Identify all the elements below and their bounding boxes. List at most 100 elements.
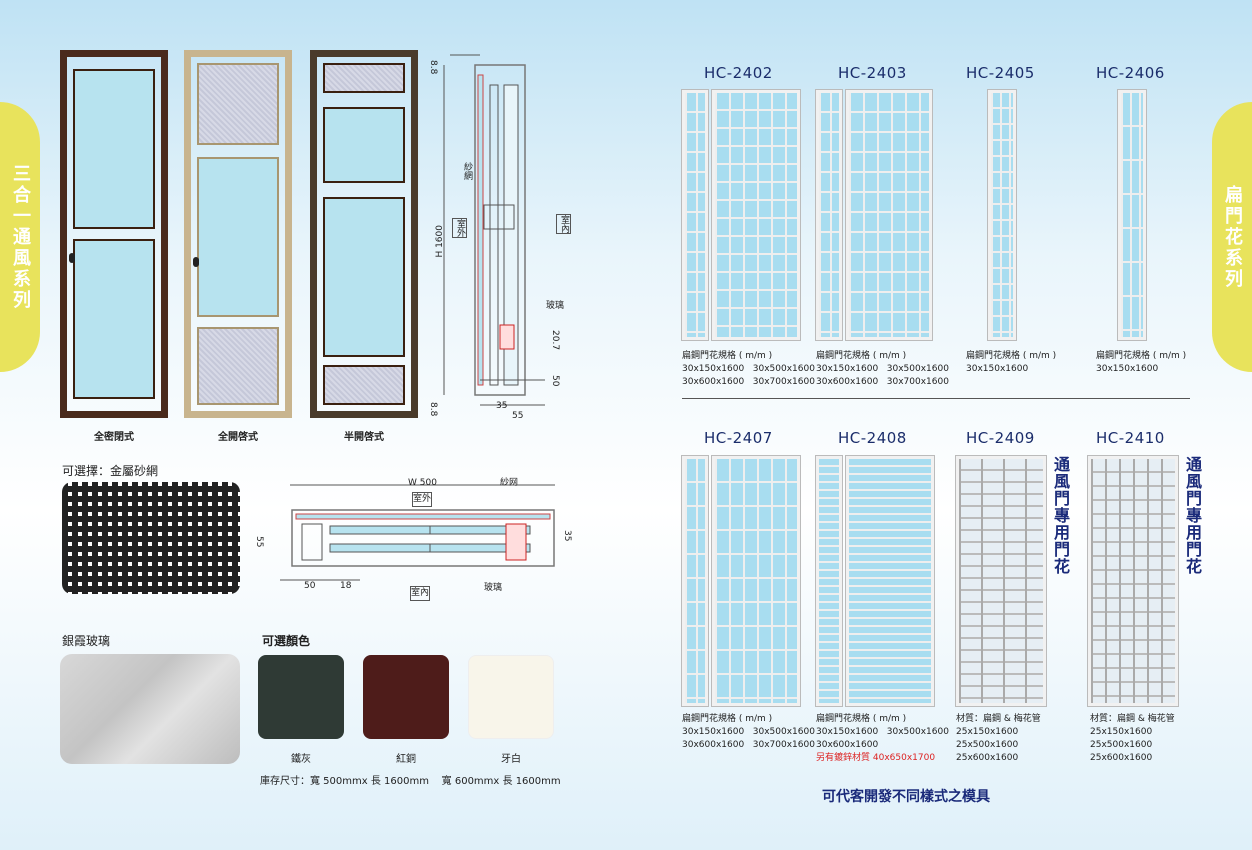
grille-hc2405 — [988, 90, 1016, 340]
door-open — [184, 50, 292, 418]
v-outdoor-label: 室外 — [452, 218, 467, 238]
silver-glass-sample — [60, 654, 240, 764]
spec-line: 25x500x1600 — [956, 740, 1019, 750]
h-dim-50: 50 — [304, 581, 316, 591]
spec-line: 30x150x1600 30x500x1600 — [816, 364, 949, 374]
grille-hc2409 — [956, 456, 1046, 706]
spec-hc2403: 扁鋼門花規格 ( m/m ) 30x150x1600 30x500x1600 3… — [816, 350, 949, 389]
h-dim-35: 35 — [562, 530, 572, 542]
grille-hc2410 — [1088, 456, 1178, 706]
spec-line: 30x150x1600 — [1096, 364, 1159, 374]
spec-title: 扁鋼門花規格 ( m/m ) — [816, 351, 907, 361]
model-code-hc2406: HC-2406 — [1096, 64, 1165, 82]
spec-line: 30x600x1600 30x700x1600 — [816, 377, 949, 387]
glass-option-label: 銀霞玻璃 — [62, 634, 111, 648]
spec-hc2405: 扁鋼門花規格 ( m/m ) 30x150x1600 — [966, 350, 1056, 376]
color-swatch-iron-gray — [258, 655, 344, 739]
model-code-hc2405: HC-2405 — [966, 64, 1035, 82]
spec-hc2407: 扁鋼門花規格 ( m/m ) 30x150x1600 30x500x1600 3… — [682, 713, 815, 752]
model-code-hc2409: HC-2409 — [966, 429, 1035, 447]
spec-line: 30x150x1600 30x500x1600 — [682, 727, 815, 737]
side-tab-left: 三合一通風系列 — [0, 102, 40, 372]
dim-bottom: 8.8 — [428, 402, 438, 417]
dim-35: 35 — [496, 401, 508, 411]
grille-hc2402-wide — [712, 90, 800, 340]
spec-title: 扁鋼門花規格 ( m/m ) — [682, 714, 773, 724]
h-dim-18: 18 — [340, 581, 352, 591]
dim-top: 8.8 — [428, 60, 438, 75]
stock-size-note: 庫存尺寸：寬 500mmx 長 1600mm 寬 600mmx 長 1600mm — [260, 776, 561, 787]
spec-hc2406: 扁鋼門花規格 ( m/m ) 30x150x1600 — [1096, 350, 1186, 376]
dim-height: H 1600 — [435, 225, 445, 258]
spec-hc2410: 材質：扁鋼 & 梅花管 25x150x1600 25x500x1600 25x6… — [1090, 713, 1175, 765]
h-width-label: W 500 — [408, 478, 437, 488]
spec-line: 30x600x1600 — [816, 740, 879, 750]
spec-title: 扁鋼門花規格 ( m/m ) — [1096, 351, 1187, 361]
metal-mesh-sample — [62, 482, 240, 594]
spec-line: 25x600x1600 — [956, 753, 1019, 763]
dim-20-7: 20.7 — [550, 330, 560, 351]
side-tab-right-label: 扁門花系列 — [1222, 184, 1243, 290]
spec-line: 30x600x1600 30x700x1600 — [682, 740, 815, 750]
door-half-open — [310, 50, 418, 418]
grille-hc2406 — [1118, 90, 1146, 340]
spec-title: 扁鋼門花規格 ( m/m ) — [682, 351, 773, 361]
grille-hc2407-narrow — [682, 456, 708, 706]
side-tab-right: 扁門花系列 — [1212, 102, 1252, 372]
spec-hc2408: 扁鋼門花規格 ( m/m ) 30x150x1600 30x500x1600 3… — [816, 713, 949, 765]
v-glass-label: 玻璃 — [546, 301, 565, 311]
door-caption-open: 全開啓式 — [218, 432, 258, 443]
spec-line: 30x150x1600 — [966, 364, 1029, 374]
color-name-ivory: 牙白 — [501, 754, 521, 765]
spec-hc2402: 扁鋼門花規格 ( m/m ) 30x150x1600 30x500x1600 3… — [682, 350, 815, 389]
grille-hc2403-narrow — [816, 90, 842, 340]
dim-50: 50 — [550, 375, 560, 387]
h-mesh-label: 紗网 — [500, 478, 519, 488]
vent-door-label-1: 通風門專用門花 — [1051, 456, 1070, 575]
side-tab-left-label: 三合一通風系列 — [10, 163, 31, 311]
spec-line: 25x500x1600 — [1090, 740, 1153, 750]
mesh-option-label: 可選擇：金屬砂網 — [62, 464, 159, 478]
spec-line: 25x600x1600 — [1090, 753, 1153, 763]
door-sealed — [60, 50, 168, 418]
dim-55: 55 — [512, 411, 524, 421]
spec-line: 25x150x1600 — [956, 727, 1019, 737]
grille-hc2402-narrow — [682, 90, 708, 340]
door-caption-sealed: 全密閉式 — [94, 432, 134, 443]
horizontal-section-drawing — [280, 484, 555, 581]
h-glass-label: 玻璃 — [484, 583, 503, 593]
spec-title: 扁鋼門花規格 ( m/m ) — [966, 351, 1057, 361]
color-name-iron-gray: 鐵灰 — [291, 754, 311, 765]
colors-label: 可選顏色 — [262, 634, 311, 648]
footer-note: 可代客開發不同樣式之模具 — [822, 789, 990, 805]
color-swatch-red-copper — [363, 655, 449, 739]
model-code-hc2407: HC-2407 — [704, 429, 773, 447]
spec-title: 材質：扁鋼 & 梅花管 — [956, 714, 1041, 724]
grille-hc2408-narrow — [816, 456, 842, 706]
spec-line: 25x150x1600 — [1090, 727, 1153, 737]
spec-note: 另有鍍鋅材質 40x650x1700 — [816, 753, 936, 763]
grille-hc2408-wide — [846, 456, 934, 706]
h-outdoor-label: 室外 — [412, 492, 433, 507]
grille-hc2403-wide — [846, 90, 932, 340]
vent-door-label-2: 通風門專用門花 — [1183, 456, 1202, 575]
spec-line: 30x150x1600 30x500x1600 — [682, 364, 815, 374]
model-code-hc2403: HC-2403 — [838, 64, 907, 82]
door-caption-half-open: 半開啓式 — [344, 432, 384, 443]
v-mesh-label: 紗網 — [462, 162, 472, 180]
h-dim-55: 55 — [254, 536, 264, 548]
color-name-red-copper: 紅銅 — [396, 754, 416, 765]
model-code-hc2402: HC-2402 — [704, 64, 773, 82]
vertical-section-drawing — [443, 54, 545, 406]
spec-line: 30x150x1600 30x500x1600 — [816, 727, 949, 737]
spec-hc2409: 材質：扁鋼 & 梅花管 25x150x1600 25x500x1600 25x6… — [956, 713, 1041, 765]
h-indoor-label: 室內 — [410, 586, 431, 601]
grille-hc2407-wide — [712, 456, 800, 706]
model-code-hc2408: HC-2408 — [838, 429, 907, 447]
spec-title: 扁鋼門花規格 ( m/m ) — [816, 714, 907, 724]
v-indoor-label: 室內 — [556, 214, 571, 234]
color-swatch-ivory — [468, 655, 554, 739]
spec-line: 30x600x1600 30x700x1600 — [682, 377, 815, 387]
section-divider — [682, 398, 1190, 399]
spec-title: 材質：扁鋼 & 梅花管 — [1090, 714, 1175, 724]
